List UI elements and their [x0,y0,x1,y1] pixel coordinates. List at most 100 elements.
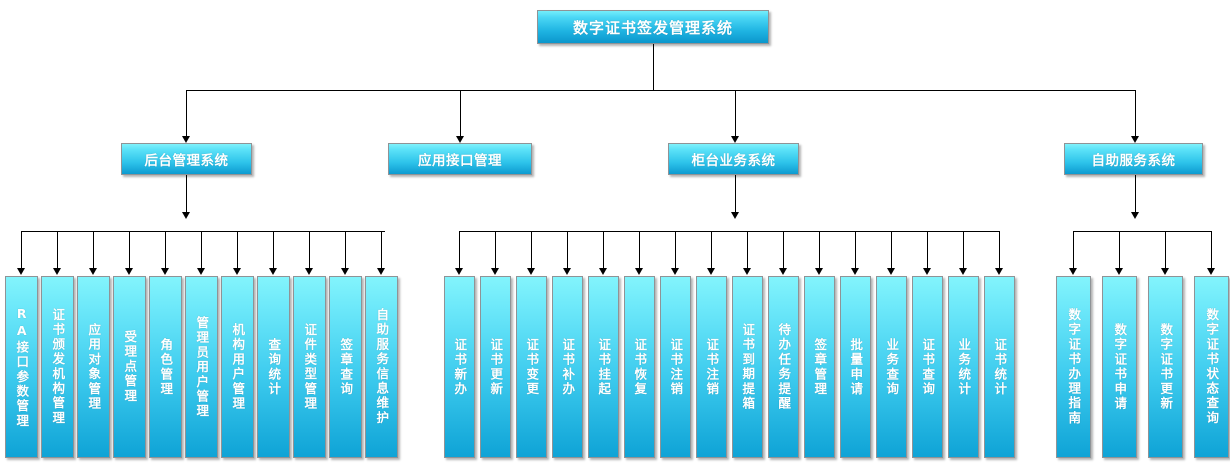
leaf-counter-0[interactable]: 证书新办 [444,276,475,458]
leaf-arrow [490,268,499,275]
connector-drop-api [460,90,461,140]
leaf-backend-9[interactable]: 签章查询 [329,276,362,458]
leaf-counter-14[interactable]: 业务统计 [948,276,979,458]
leaf-drop [855,231,856,271]
leaf-counter-1[interactable]: 证书更新 [480,276,511,458]
leaf-arrow [598,268,607,275]
leaf-counter-9[interactable]: 待办任务提醒 [768,276,799,458]
leaf-backend-2[interactable]: 应用对象管理 [77,276,110,458]
arrow-backend-bus [181,212,190,219]
leaf-drop [309,231,310,271]
leaf-drop [531,231,532,271]
leaf-drop [819,231,820,271]
connector-counter-down [735,175,736,215]
leaf-arrow [634,268,643,275]
leaf-selfservice-1[interactable]: 数字证书申请 [1102,276,1137,458]
leaf-drop [891,231,892,271]
leaf-counter-8[interactable]: 证书到期提箱 [732,276,763,458]
leaf-arrow [706,268,715,275]
leaf-backend-4[interactable]: 角色管理 [149,276,182,458]
leaf-selfservice-3[interactable]: 数字证书状态查询 [1194,276,1229,458]
leaf-drop [459,231,460,271]
leaf-counter-7[interactable]: 证书注销 [696,276,727,458]
leaf-drop [93,231,94,271]
connector-level1-bus [186,90,1135,91]
node-root[interactable]: 数字证书签发管理系统 [537,10,769,44]
leaf-arrow [160,268,169,275]
leaf-drop [675,231,676,271]
leaf-drop [639,231,640,271]
leaf-counter-10[interactable]: 签章管理 [804,276,835,458]
leaf-arrow [922,268,931,275]
leaf-drop [129,231,130,271]
leaf-counter-6[interactable]: 证书注销 [660,276,691,458]
leaf-counter-5[interactable]: 证书恢复 [624,276,655,458]
leaf-arrow [454,268,463,275]
leaf-arrow [670,268,679,275]
leaf-arrow [124,268,133,275]
leaf-drop [1119,231,1120,271]
leaf-drop [1073,231,1074,271]
connector-root-down [653,44,654,90]
leaf-arrow [268,268,277,275]
leaf-counter-13[interactable]: 证书查询 [912,276,943,458]
leaf-arrow [1114,268,1123,275]
leaf-backend-1[interactable]: 证书颁发机构管理 [41,276,74,458]
leaf-counter-4[interactable]: 证书挂起 [588,276,619,458]
leaf-arrow [778,268,787,275]
connector-backend-bus [21,231,385,232]
leaf-drop [495,231,496,271]
leaf-drop [927,231,928,271]
leaf-drop [201,231,202,271]
leaf-arrow [16,268,25,275]
leaf-counter-2[interactable]: 证书变更 [516,276,547,458]
leaf-arrow [994,268,1003,275]
leaf-selfservice-2[interactable]: 数字证书更新 [1148,276,1183,458]
leaf-drop [567,231,568,271]
leaf-arrow [526,268,535,275]
connector-drop-selfservice [1135,90,1136,140]
leaf-counter-3[interactable]: 证书补办 [552,276,583,458]
arrow-selfservice [1130,136,1139,143]
leaf-arrow [814,268,823,275]
leaf-selfservice-0[interactable]: 数字证书办理指南 [1056,276,1091,458]
leaf-counter-12[interactable]: 业务查询 [876,276,907,458]
leaf-arrow [1068,268,1077,275]
node-backend[interactable]: 后台管理系统 [121,143,252,175]
leaf-drop [747,231,748,271]
node-api[interactable]: 应用接口管理 [388,143,532,175]
leaf-drop [21,231,22,271]
leaf-arrow [88,268,97,275]
leaf-backend-10[interactable]: 自助服务信息维护 [365,276,398,458]
leaf-drop [345,231,346,271]
leaf-backend-8[interactable]: 证件类型管理 [293,276,326,458]
arrow-selfservice-bus [1130,212,1139,219]
leaf-drop [381,231,382,271]
leaf-arrow [304,268,313,275]
connector-backend-down [186,175,187,215]
leaf-backend-6[interactable]: 机构用户管理 [221,276,254,458]
leaf-drop [963,231,964,271]
leaf-arrow [52,268,61,275]
leaf-backend-0[interactable]: RA接口参数管理 [5,276,38,458]
leaf-arrow [340,268,349,275]
leaf-drop [783,231,784,271]
leaf-drop [711,231,712,271]
leaf-arrow [742,268,751,275]
leaf-backend-3[interactable]: 受理点管理 [113,276,146,458]
leaf-arrow [886,268,895,275]
leaf-arrow [850,268,859,275]
node-selfservice[interactable]: 自助服务系统 [1064,143,1203,175]
leaf-arrow [958,268,967,275]
arrow-counter-bus [730,212,739,219]
leaf-backend-5[interactable]: 管理员用户管理 [185,276,218,458]
connector-counter-bus [459,231,1000,232]
leaf-backend-7[interactable]: 查询统计 [257,276,290,458]
leaf-arrow [232,268,241,275]
leaf-arrow [1160,268,1169,275]
leaf-counter-15[interactable]: 证书统计 [984,276,1015,458]
node-counter[interactable]: 柜台业务系统 [668,143,799,175]
leaf-drop [603,231,604,271]
leaf-counter-11[interactable]: 批量申请 [840,276,871,458]
